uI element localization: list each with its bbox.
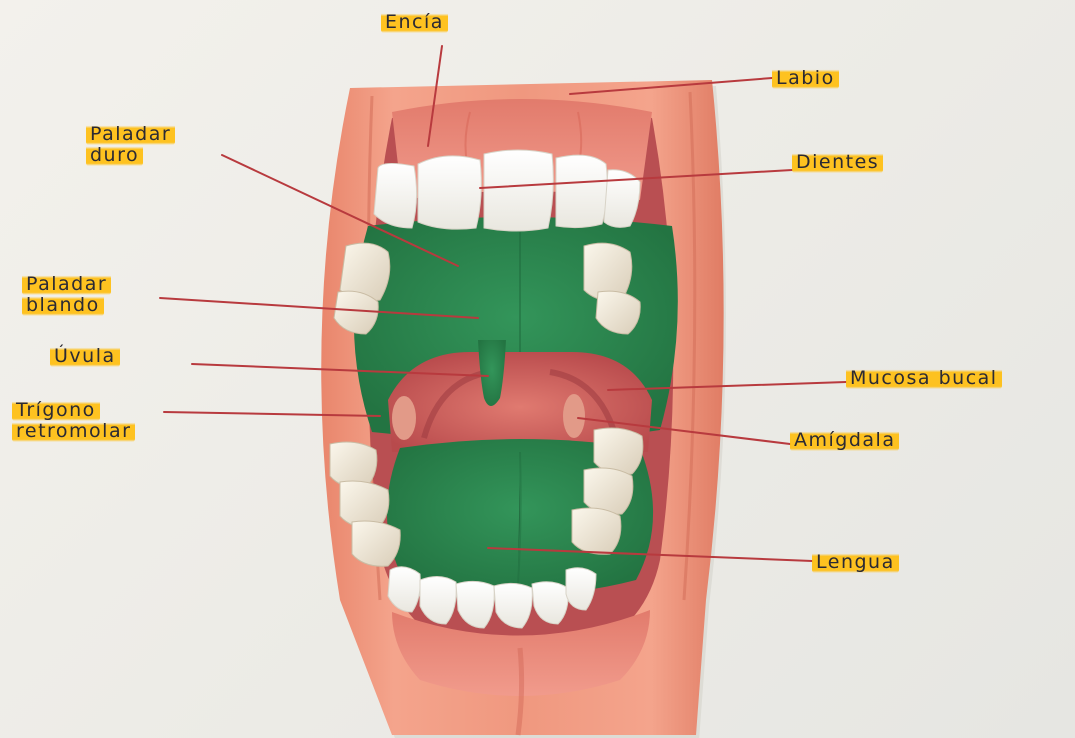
label-labio: Labio: [772, 68, 839, 89]
label-uvula: Úvula: [50, 346, 120, 367]
label-lengua: Lengua: [812, 552, 899, 573]
label-encia: Encía: [381, 12, 448, 33]
label-dientes: Dientes: [792, 152, 883, 173]
right-tonsil: [563, 394, 585, 438]
left-tonsil: [392, 396, 416, 440]
label-amigdala: Amígdala: [790, 430, 899, 451]
label-mucosa-bucal: Mucosa bucal: [846, 368, 1002, 389]
